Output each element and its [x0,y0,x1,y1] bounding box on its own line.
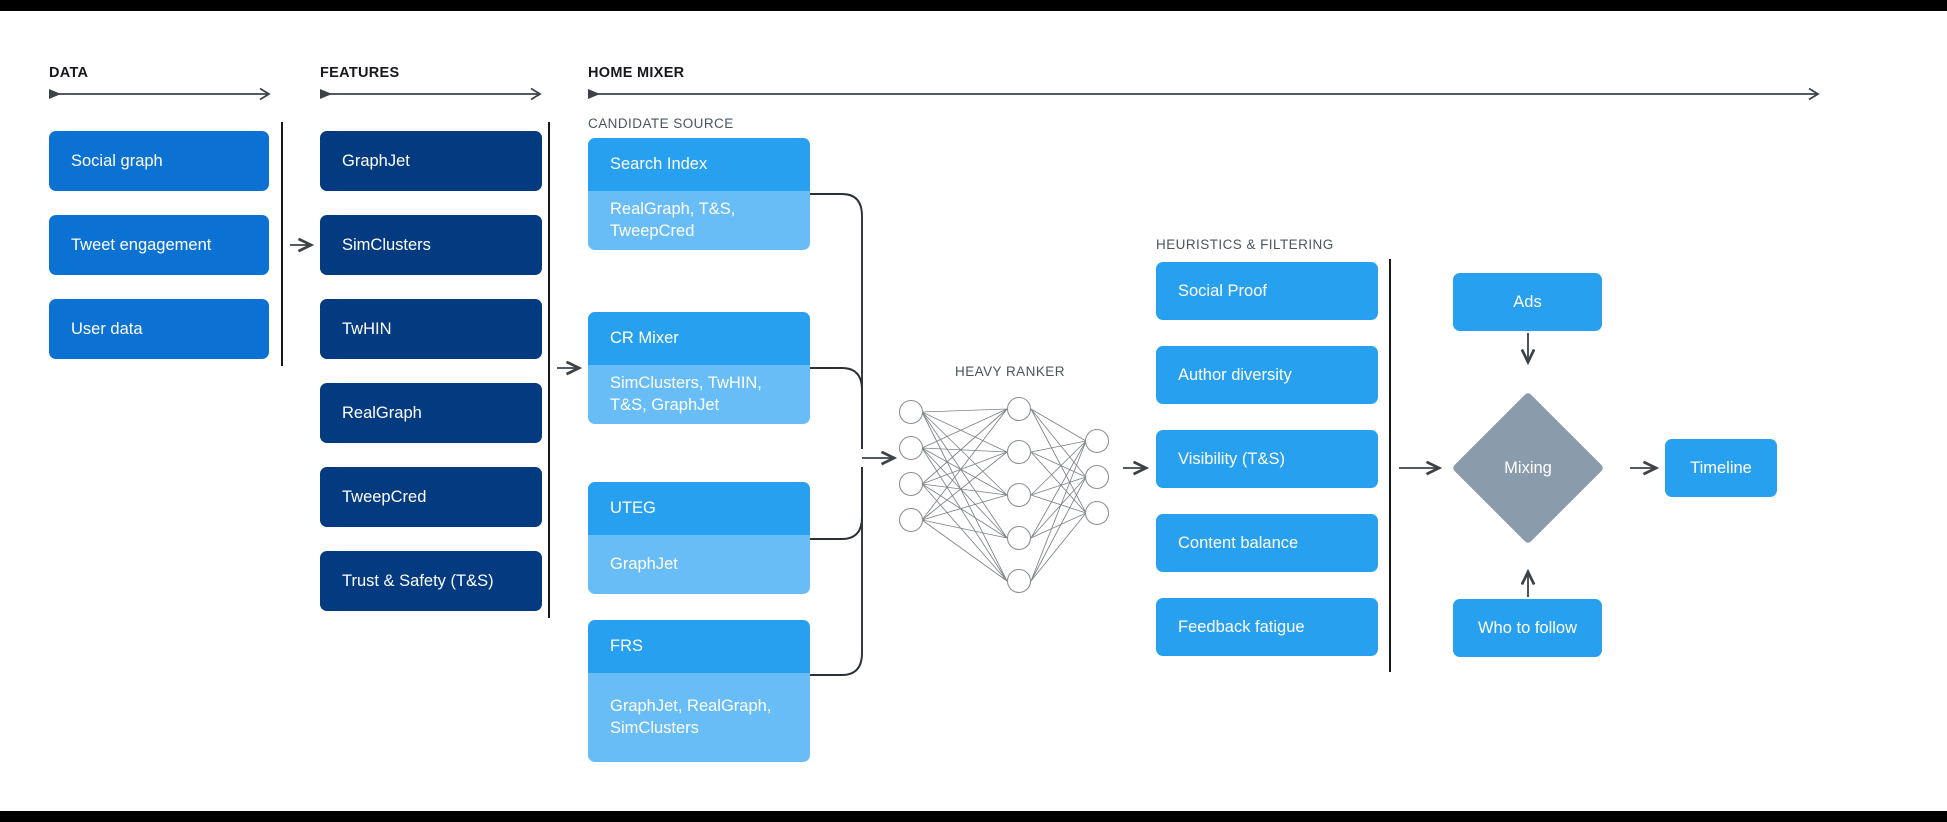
features-box-twhin[interactable]: TwHIN [320,299,542,359]
section-label-candidate-source: CANDIDATE SOURCE [588,116,734,131]
nn-node [898,435,924,461]
features-box-graphjet[interactable]: GraphJet [320,131,542,191]
heavy-ranker-network [898,396,1110,594]
candidate-source-features: GraphJet [588,535,810,594]
nn-node [898,399,924,425]
output-box-ads[interactable]: Ads [1453,273,1602,331]
candidate-source-search-index[interactable]: Search Index RealGraph, T&S, TweepCred [588,138,810,250]
nn-edges [921,408,1087,582]
nn-node [1006,482,1032,508]
output-box-timeline[interactable]: Timeline [1665,439,1777,497]
candidate-source-bracket [810,193,863,676]
output-box-label: Ads [1513,292,1542,311]
output-box-who-to-follow[interactable]: Who to follow [1453,599,1602,657]
features-box-simclusters[interactable]: SimClusters [320,215,542,275]
stage-arrow-home-mixer [588,87,1823,101]
heuristic-box-label: Author diversity [1178,365,1292,384]
stage-arrow-features [320,87,545,101]
candidate-source-name: Search Index [588,138,810,191]
nn-node [898,471,924,497]
features-box-realgraph[interactable]: RealGraph [320,383,542,443]
features-box-tweepcred[interactable]: TweepCred [320,467,542,527]
candidate-source-name: FRS [588,620,810,673]
data-box-label: Social graph [71,151,163,170]
stage-arrow-data [49,87,274,101]
section-label-heuristics: HEURISTICS & FILTERING [1156,237,1334,252]
section-label-heavy-ranker: HEAVY RANKER [955,364,1065,379]
divider-heuristics-output [1389,259,1391,672]
features-box-label: GraphJet [342,151,410,170]
stage-label-data: DATA [49,65,89,81]
candidate-source-name: CR Mixer [588,312,810,365]
divider-data-features [281,122,283,366]
candidate-source-features: GraphJet, RealGraph, SimClusters [588,673,810,762]
mixing-label: Mixing [1504,458,1552,477]
data-box-tweet-engagement[interactable]: Tweet engagement [49,215,269,275]
candidate-source-features: SimClusters, TwHIN, T&S, GraphJet [588,365,810,424]
heuristic-box-label: Visibility (T&S) [1178,449,1285,468]
features-box-label: TweepCred [342,487,427,506]
nn-node [1084,500,1110,526]
divider-features-home-mixer [548,122,550,618]
heuristic-box-visibility[interactable]: Visibility (T&S) [1156,430,1378,488]
stage-label-home-mixer: HOME MIXER [588,65,685,81]
features-box-label: RealGraph [342,403,422,422]
heuristic-box-label: Social Proof [1178,281,1267,300]
output-box-label: Who to follow [1477,618,1578,637]
features-box-label: TwHIN [342,319,392,338]
connector-layer [290,193,1947,676]
features-box-label: Trust & Safety (T&S) [342,571,494,590]
candidate-source-uteg[interactable]: UTEG GraphJet [588,482,810,594]
nn-node [1084,464,1110,490]
nn-node [1084,428,1110,454]
features-box-label: SimClusters [342,235,431,254]
heuristic-box-label: Feedback fatigue [1178,617,1305,636]
heuristic-box-author-diversity[interactable]: Author diversity [1156,346,1378,404]
nn-node [1006,525,1032,551]
features-box-trust-safety[interactable]: Trust & Safety (T&S) [320,551,542,611]
nn-node [1006,396,1032,422]
heuristic-box-feedback-fatigue[interactable]: Feedback fatigue [1156,598,1378,656]
output-box-label: Timeline [1690,458,1752,477]
heuristic-box-social-proof[interactable]: Social Proof [1156,262,1378,320]
candidate-source-cr-mixer[interactable]: CR Mixer SimClusters, TwHIN, T&S, GraphJ… [588,312,810,424]
letterbox-top [0,0,1947,11]
nn-node [1006,439,1032,465]
data-box-label: User data [71,319,143,338]
nn-nodes [898,396,1110,594]
letterbox-bottom [0,811,1947,822]
nn-node [1006,568,1032,594]
stage-label-features: FEATURES [320,65,400,81]
nn-node [898,507,924,533]
heuristic-box-label: Content balance [1178,533,1299,552]
candidate-source-name: UTEG [588,482,810,535]
data-box-social-graph[interactable]: Social graph [49,131,269,191]
data-box-label: Tweet engagement [71,235,212,254]
data-box-user-data[interactable]: User data [49,299,269,359]
diagram-canvas: DATA FEATURES HOME MIXER CA [0,11,1947,811]
heuristic-box-content-balance[interactable]: Content balance [1156,514,1378,572]
candidate-source-frs[interactable]: FRS GraphJet, RealGraph, SimClusters [588,620,810,762]
candidate-source-features: RealGraph, T&S, TweepCred [588,191,810,250]
